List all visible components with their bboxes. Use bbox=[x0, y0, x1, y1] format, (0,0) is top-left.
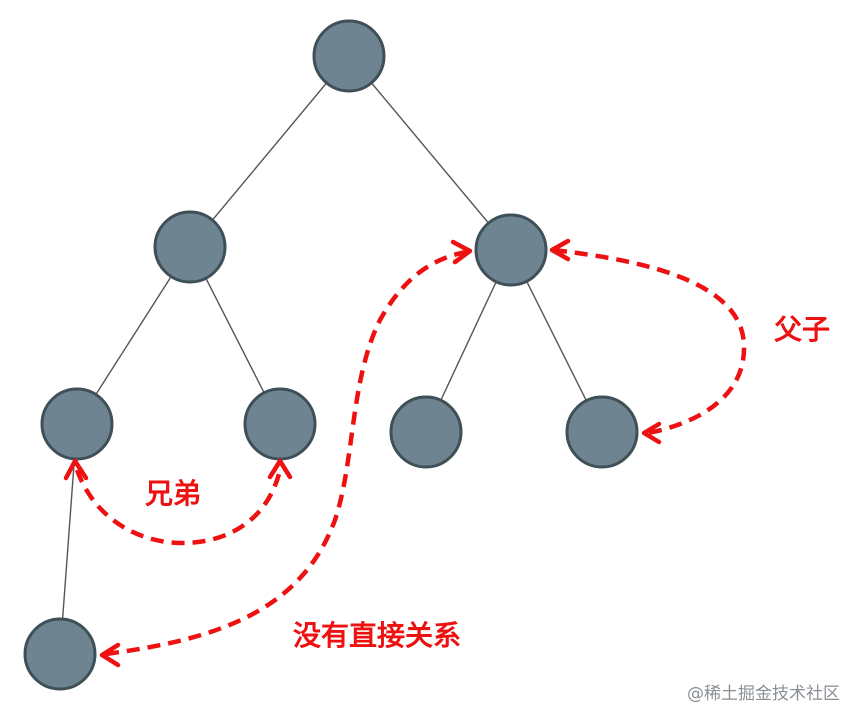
node-right bbox=[474, 213, 548, 287]
parent-child-arrow-bottom bbox=[641, 421, 662, 445]
node-right-right bbox=[565, 395, 639, 469]
node-left-left bbox=[40, 387, 114, 461]
node-root bbox=[312, 19, 386, 93]
edge-root-left bbox=[189, 55, 350, 248]
tree-nodes bbox=[23, 19, 639, 691]
relation-parent-child: 父子 bbox=[549, 238, 830, 445]
siblings-curve bbox=[74, 469, 283, 546]
no-direct-arrow-top bbox=[450, 239, 473, 265]
relation-no-direct: 没有直接关系 bbox=[99, 239, 473, 668]
parent-child-arrow-top bbox=[549, 238, 571, 262]
no-direct-arrow-bottom bbox=[99, 642, 121, 668]
siblings-arrow-left bbox=[63, 458, 89, 481]
node-left bbox=[153, 210, 227, 284]
tree-edges bbox=[59, 55, 603, 655]
no-direct-curve bbox=[105, 249, 467, 657]
node-right-left bbox=[389, 395, 463, 469]
relation-siblings: 兄弟 bbox=[63, 458, 293, 546]
edge-root-right bbox=[348, 55, 512, 251]
watermark: @稀土掘金技术社区 bbox=[687, 684, 840, 704]
parent-child-curve bbox=[553, 247, 747, 436]
node-left-right bbox=[243, 387, 317, 461]
siblings-arrow-right bbox=[267, 458, 293, 480]
parent-child-label: 父子 bbox=[774, 313, 830, 346]
node-left-left-child bbox=[23, 617, 97, 691]
no-direct-label: 没有直接关系 bbox=[293, 619, 461, 652]
siblings-label: 兄弟 bbox=[145, 477, 201, 510]
